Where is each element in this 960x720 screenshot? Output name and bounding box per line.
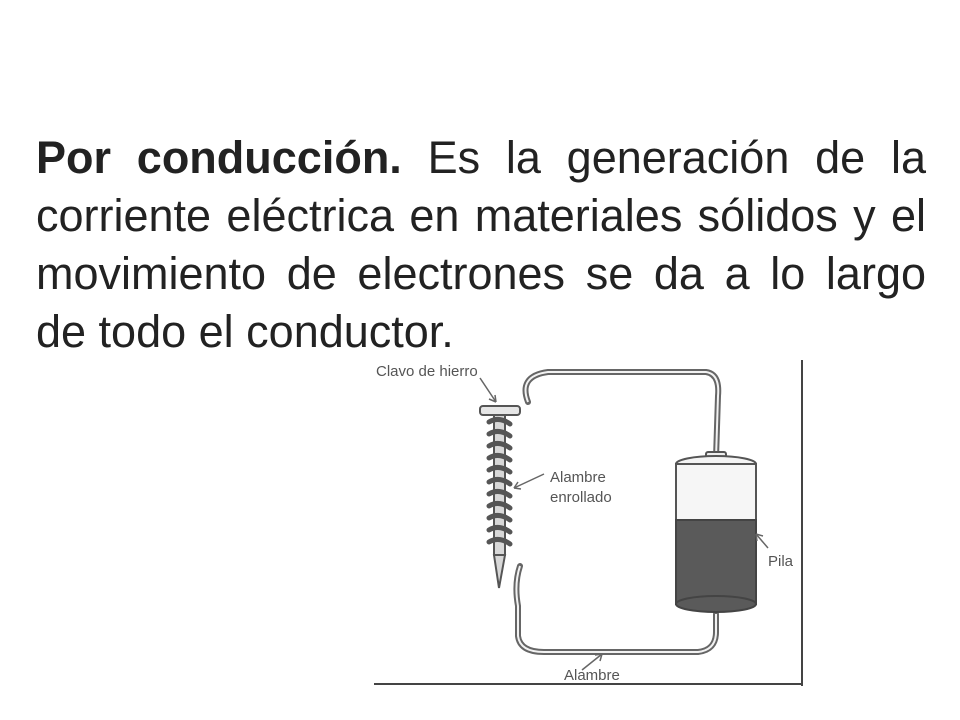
label-battery: Pila	[768, 553, 794, 570]
lead-term: Por conducción.	[36, 132, 402, 183]
electromagnet-diagram: Clavo de hierro Alambre enrollado Pila A…	[368, 356, 808, 688]
electromagnet-svg: Clavo de hierro Alambre enrollado Pila A…	[374, 360, 803, 686]
wire-path	[522, 369, 722, 461]
label-coil-line2: enrollado	[550, 489, 612, 506]
pointer-lines	[479, 377, 769, 671]
label-coil-line1: Alambre	[550, 469, 606, 486]
body-paragraph: Por conducción. Es la generación de la c…	[36, 129, 926, 361]
label-nail: Clavo de hierro	[376, 363, 478, 380]
iron-nail	[479, 405, 521, 589]
definition-text: Es la generación de la corriente eléctri…	[36, 132, 926, 357]
battery	[675, 451, 757, 613]
label-wire: Alambre	[564, 667, 620, 684]
coil-windings	[486, 416, 513, 547]
